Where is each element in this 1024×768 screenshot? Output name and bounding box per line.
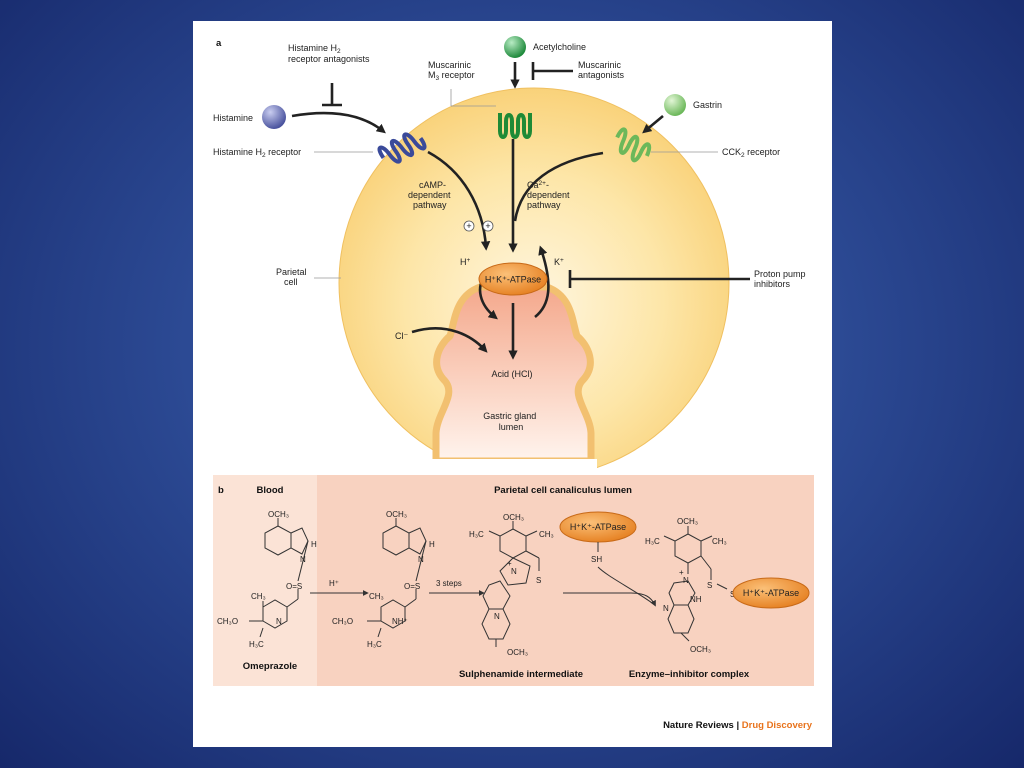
complex-formation-arrow	[563, 592, 656, 607]
svg-text:OCH₃: OCH₃	[386, 510, 407, 519]
k-in-arrow	[534, 245, 550, 319]
svg-text:CH₃: CH₃	[369, 592, 384, 601]
svg-text:OCH₃: OCH₃	[677, 517, 698, 526]
panel-a-letter: a	[216, 38, 222, 49]
sulphenamide-structure: OCH₃ H₃C CH₃ N + S N OCH₃	[469, 513, 554, 657]
svg-text:H₃C: H₃C	[469, 530, 484, 539]
acetylcholine-label: Acetylcholine	[533, 42, 586, 52]
histamine-binding-arrow	[291, 111, 386, 134]
protonation-label: H⁺	[329, 579, 339, 588]
ca-pathway-label: Ca2+- dependent pathway	[527, 180, 572, 210]
h2-antagonists-label: Histamine H2 receptor antagonists	[288, 43, 370, 64]
lumen-label: Gastric gland lumen	[483, 411, 539, 432]
ca-pathway-arrow	[513, 151, 604, 222]
muscarinic-m3-label: Muscarinic M3 receptor	[428, 60, 475, 82]
svg-text:H: H	[429, 540, 435, 549]
svg-text:CH₃: CH₃	[712, 537, 727, 546]
svg-text:S: S	[707, 581, 712, 590]
sulphenamide-label: Sulphenamide intermediate	[459, 669, 583, 680]
svg-text:O=S: O=S	[404, 582, 420, 591]
parietal-cell-label: Parietal cell	[276, 267, 309, 287]
cck2-receptor-label: CCK2 receptor	[722, 147, 780, 159]
histamine-molecule	[262, 105, 286, 129]
sh-attack-arrow	[597, 566, 656, 606]
acid-label: Acid (HCl)	[491, 369, 532, 379]
svg-text:N: N	[276, 617, 282, 626]
svg-text:H₃C: H₃C	[249, 640, 264, 649]
h2-receptor-label: Histamine H2 receptor	[213, 147, 301, 159]
h2-antagonist-block	[322, 83, 342, 107]
gastrin-molecule	[664, 94, 686, 116]
svg-text:+: +	[507, 559, 512, 568]
journal-separator: |	[733, 720, 742, 731]
acetylcholine-molecule	[504, 36, 526, 58]
svg-text:NH: NH	[690, 595, 702, 604]
svg-text:OCH₃: OCH₃	[690, 645, 711, 654]
proton-pump	[478, 262, 548, 296]
svg-text:S: S	[536, 576, 541, 585]
svg-text:H₃C: H₃C	[367, 640, 382, 649]
panel-b-pump-free-label: H⁺K⁺-ATPase	[570, 522, 626, 532]
svg-text:N: N	[418, 555, 424, 564]
canaliculus-label: Parietal cell canaliculus lumen	[494, 485, 632, 496]
muscarinic-antagonist-block	[531, 62, 573, 80]
protonated-omeprazole-structure: OCH₃ N H O=S CH₃ CH₃O NH⁺ H₃C	[332, 510, 435, 649]
figure-svg: a H⁺K⁺-ATPase +	[213, 36, 814, 686]
cl-transport-arrow	[411, 327, 488, 353]
svg-text:OCH₃: OCH₃	[507, 648, 528, 657]
gastrin-label: Gastrin	[693, 100, 722, 110]
histamine-h2-receptor	[377, 132, 427, 164]
svg-text:CH₃O: CH₃O	[332, 617, 353, 626]
svg-text:N: N	[494, 612, 500, 621]
svg-text:OCH₃: OCH₃	[503, 513, 524, 522]
svg-text:+: +	[485, 221, 490, 231]
lumen-opening-mask	[431, 459, 597, 475]
camp-pathway-arrow	[427, 150, 491, 251]
proton-pump-label: H⁺K⁺-ATPase	[485, 275, 541, 285]
camp-plus-sign: +	[463, 220, 475, 232]
camp-pathway-label: cAMP- dependent pathway	[408, 180, 453, 210]
svg-text:NH⁺: NH⁺	[392, 617, 408, 626]
svg-text:+: +	[466, 221, 471, 231]
svg-text:H₃C: H₃C	[645, 537, 660, 546]
panel-b-letter: b	[218, 485, 224, 496]
panel-b-pump-bound	[732, 577, 810, 609]
blood-label: Blood	[257, 485, 284, 496]
svg-text:CH₃: CH₃	[251, 592, 266, 601]
svg-text:N: N	[300, 555, 306, 564]
pump-sh-label: SH	[591, 555, 602, 564]
figure-slide: a H⁺K⁺-ATPase +	[193, 21, 832, 747]
cl-minus-label: Cl⁻	[395, 331, 408, 341]
histamine-label: Histamine	[213, 113, 253, 123]
gastrin-binding-arrow	[642, 115, 664, 134]
omeprazole-structure: OCH₃ N H O=S CH₃ CH₃O N H₃C	[217, 510, 317, 649]
svg-text:O=S: O=S	[286, 582, 302, 591]
panel-b-blood-bg	[213, 475, 317, 686]
svg-text:H: H	[311, 540, 317, 549]
cck2-receptor	[615, 127, 652, 163]
svg-text:CH₃O: CH₃O	[217, 617, 238, 626]
complex-label: Enzyme–inhibitor complex	[629, 669, 750, 680]
muscarinic-m3-receptor	[498, 113, 532, 139]
svg-text:N: N	[663, 604, 669, 613]
h-plus-label: H+	[460, 257, 471, 267]
svg-text:N: N	[511, 567, 517, 576]
svg-text:N: N	[683, 576, 689, 585]
svg-text:CH₃: CH₃	[539, 530, 554, 539]
ca-plus-sign: +	[482, 220, 494, 232]
svg-text:OCH₃: OCH₃	[268, 510, 289, 519]
ppi-label: Proton pump inhibitors	[754, 269, 808, 289]
journal-credit: Nature Reviews | Drug Discovery	[663, 720, 812, 731]
panel-b-pump-bound-label: H⁺K⁺-ATPase	[743, 588, 799, 598]
journal-section: Drug Discovery	[741, 720, 812, 731]
muscarinic-antagonists-label: Muscarinic antagonists	[578, 60, 625, 80]
omeprazole-label: Omeprazole	[243, 661, 297, 672]
journal-name: Nature Reviews	[663, 720, 734, 731]
ppi-block	[568, 270, 750, 288]
svg-text:+: +	[679, 568, 684, 577]
k-plus-label: K+	[554, 257, 564, 267]
three-steps-label: 3 steps	[436, 579, 462, 588]
